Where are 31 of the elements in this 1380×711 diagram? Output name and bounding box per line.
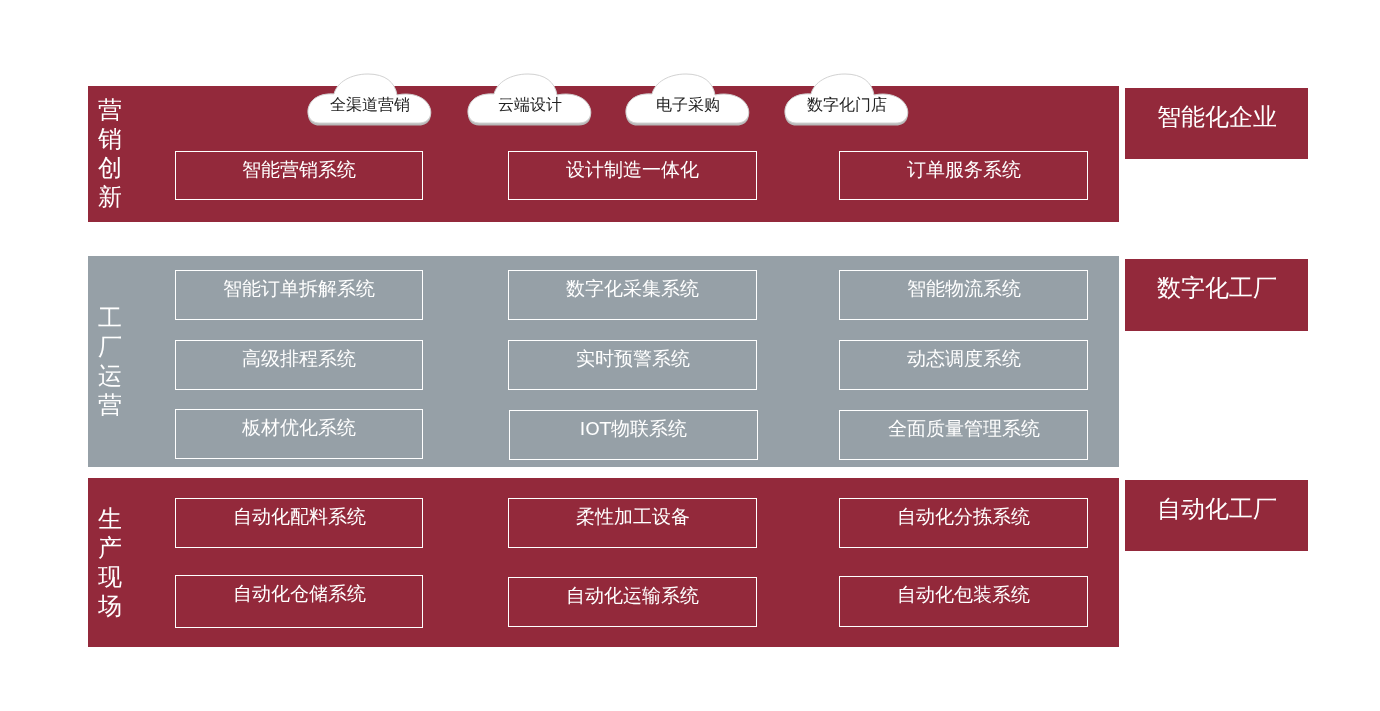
- level-box: 智能化企业: [1125, 88, 1308, 159]
- cloud-tag: 数字化门店: [783, 73, 911, 127]
- cloud-tag: 电子采购: [624, 73, 752, 127]
- level-box: 自动化工厂: [1125, 480, 1308, 551]
- layer-title: 生产现场: [98, 504, 122, 621]
- system-box: 自动化运输系统: [508, 577, 757, 627]
- layer-title: 营销创新: [98, 96, 122, 212]
- system-box: 动态调度系统: [839, 340, 1088, 390]
- system-box: 自动化包装系统: [839, 576, 1088, 627]
- layer-title: 工厂运营: [98, 303, 122, 420]
- system-box: 板材优化系统: [175, 409, 423, 459]
- system-box: 全面质量管理系统: [839, 410, 1088, 460]
- system-box: IOT物联系统: [509, 410, 758, 460]
- layer-band: [88, 86, 1119, 222]
- system-box: 智能物流系统: [839, 270, 1088, 320]
- layer-band: [88, 256, 1119, 467]
- system-box: 自动化分拣系统: [839, 498, 1088, 548]
- cloud-tag: 全渠道营销: [306, 73, 434, 127]
- system-box: 订单服务系统: [839, 151, 1088, 200]
- system-box: 实时预警系统: [508, 340, 757, 390]
- system-box: 自动化仓储系统: [175, 575, 423, 628]
- level-box: 数字化工厂: [1125, 259, 1308, 331]
- system-box: 自动化配料系统: [175, 498, 423, 548]
- system-box: 高级排程系统: [175, 340, 423, 390]
- system-box: 设计制造一体化: [508, 151, 757, 200]
- layer-band: [88, 478, 1119, 647]
- system-box: 智能营销系统: [175, 151, 423, 200]
- cloud-tag: 云端设计: [466, 73, 594, 127]
- system-box: 数字化采集系统: [508, 270, 757, 320]
- system-box: 智能订单拆解系统: [175, 270, 423, 320]
- system-box: 柔性加工设备: [508, 498, 757, 548]
